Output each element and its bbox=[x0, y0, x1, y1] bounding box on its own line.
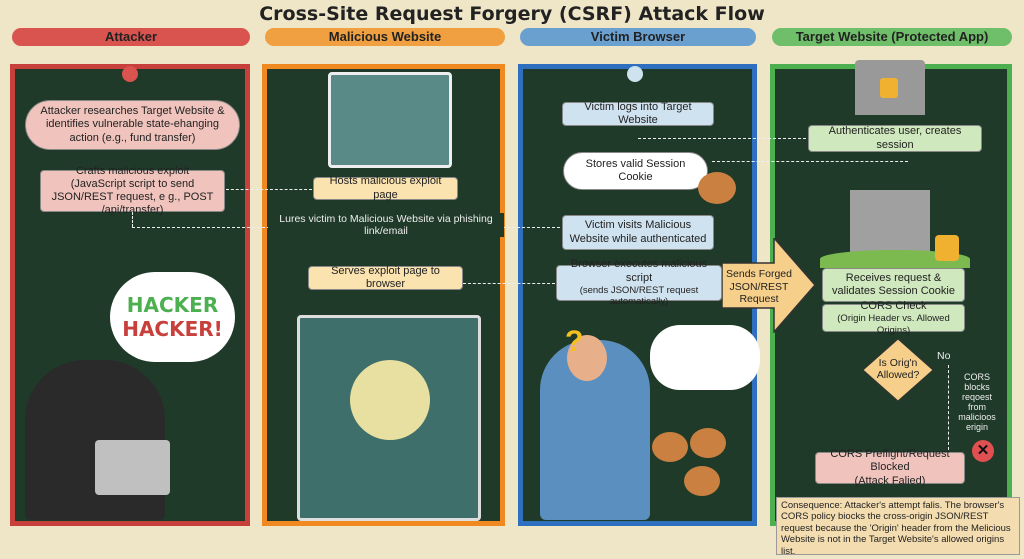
victim-login-step: Victim logs into Target Website bbox=[562, 101, 714, 126]
forged-request-arrow bbox=[722, 238, 816, 333]
cors-check-step: CORS Check (Origin Header vs. Allowed Or… bbox=[822, 300, 965, 336]
malicious-site-illustration bbox=[328, 72, 452, 168]
hill bbox=[820, 250, 970, 268]
lane-header-victim-browser: Victim Browser bbox=[520, 28, 756, 46]
forged-request-label: Sends Forged JSON/REST Request bbox=[726, 268, 792, 306]
cookie-icon bbox=[684, 466, 720, 496]
attacker-research-step: Attacker researches Target Website & ide… bbox=[25, 100, 240, 150]
flow-arrow bbox=[226, 189, 312, 190]
attacker-craft-step: Crafts malicious exploit (JavaScript scr… bbox=[40, 165, 225, 216]
request-blocked-step: CORS Preflight/Request Blocked (Attack F… bbox=[815, 448, 965, 487]
victim-face bbox=[567, 335, 607, 381]
question-mark-icon: ? bbox=[565, 325, 584, 358]
receives-request-step: Receives request & validates Session Coo… bbox=[822, 268, 965, 302]
step-title: Browser executes malicious script bbox=[570, 258, 708, 284]
bubble-text: HACKER! bbox=[122, 317, 223, 341]
lock-icon bbox=[880, 78, 898, 98]
lane-header-attacker: Attacker bbox=[12, 28, 250, 46]
lock-icon bbox=[935, 235, 959, 261]
flow-arrow bbox=[712, 161, 908, 162]
laptop-icon bbox=[95, 440, 170, 495]
page-title: Cross-Site Request Forgery (CSRF) Attack… bbox=[259, 3, 765, 25]
no-label: No bbox=[937, 350, 951, 362]
moon-icon bbox=[350, 360, 430, 440]
step-title: Crafts malicious exploit bbox=[75, 164, 190, 177]
step-detail: (sends JSON/REST request automatically) bbox=[579, 284, 699, 308]
blocked-x-icon: ✕ bbox=[972, 440, 994, 462]
lane-header-target-website: Target Website (Protected App) bbox=[772, 28, 1012, 46]
step-detail: (Origin Header vs. Allowed Origins) bbox=[837, 313, 950, 336]
serves-exploit-step: Serves exploit page to browser bbox=[308, 265, 463, 290]
flow-arrow bbox=[948, 365, 949, 450]
consequence-note: Consequence: Attacker's attempt falis. T… bbox=[776, 497, 1020, 557]
hosts-exploit-step: Hosts malicious exploit page bbox=[313, 175, 458, 201]
browser-executes-step: Browser executes malicious script (sends… bbox=[556, 258, 722, 307]
step-title: CORS Check bbox=[860, 300, 927, 313]
decision-label: Is Orig'n Allowed? bbox=[876, 357, 920, 381]
thought-bubble-browser bbox=[650, 325, 760, 390]
start-dot bbox=[122, 66, 138, 82]
stores-cookie-cloud: Stores valid Session Cookie bbox=[563, 152, 708, 190]
decision-diamond bbox=[862, 338, 934, 402]
flow-arrow bbox=[132, 212, 133, 227]
step-detail: (JavaScript script to send JSON/REST req… bbox=[51, 177, 214, 217]
authenticates-step: Authenticates user, creates session bbox=[808, 125, 982, 152]
step-detail: (Attack Falied) bbox=[854, 474, 926, 487]
cookie-icon bbox=[690, 428, 726, 458]
lures-label: Lures victim to Malicious Website via ph… bbox=[268, 213, 504, 237]
bubble-text: HACKER bbox=[126, 293, 219, 317]
castle-icon bbox=[850, 190, 930, 258]
cookie-icon bbox=[652, 432, 688, 462]
flow-arrow bbox=[463, 283, 555, 284]
lane-header-malicious-website: Malicious Website bbox=[265, 28, 505, 46]
cookie-icon bbox=[698, 172, 736, 204]
start-dot bbox=[627, 66, 643, 82]
victim-visits-step: Victim visits Malicious Website while au… bbox=[562, 215, 714, 250]
step-title: CORS Preflight/Request Blocked bbox=[830, 448, 950, 474]
hacker-speech-bubble: HACKER HACKER! bbox=[110, 272, 235, 362]
flow-arrow bbox=[638, 138, 806, 139]
cors-blocks-note: CORS blocks reqoest from malicioos erigi… bbox=[958, 372, 996, 432]
